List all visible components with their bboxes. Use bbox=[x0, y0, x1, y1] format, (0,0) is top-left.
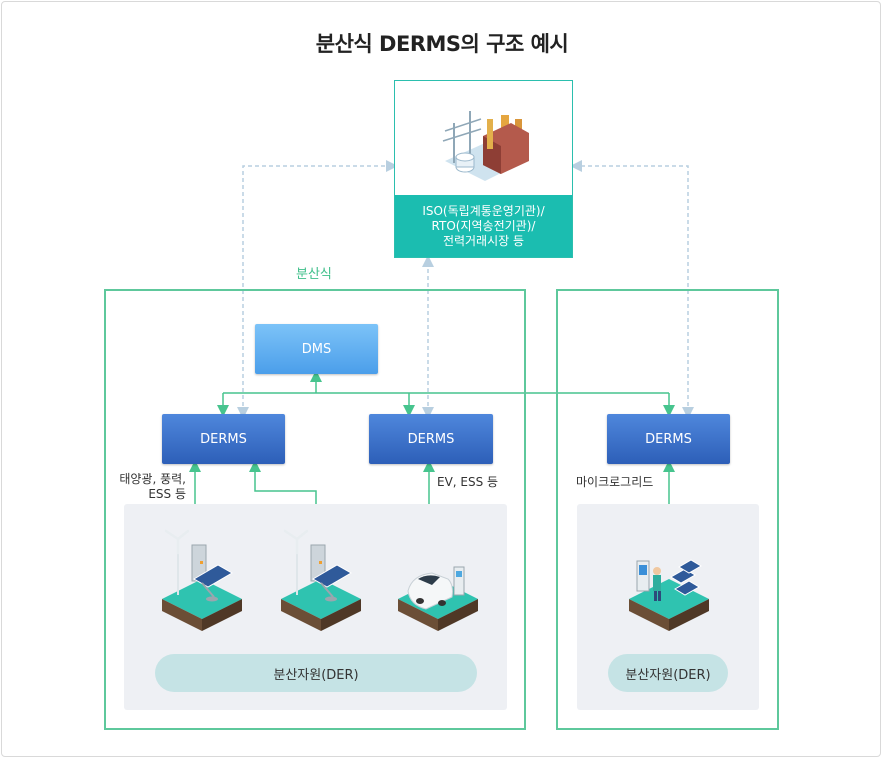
iso-box: ISO(독립계통운영기관)/ RTO(지역송전기관)/ 전력거래시장 등 bbox=[394, 80, 573, 258]
group-label-distributed: 분산식 bbox=[296, 267, 332, 282]
dashed-link-right bbox=[570, 160, 694, 419]
note-left: 태양광, 풍력, ESS 등 bbox=[112, 472, 186, 502]
dms-node[interactable]: DMS bbox=[255, 324, 378, 374]
iso-label: ISO(독립계통운영기관)/ RTO(지역송전기관)/ 전력거래시장 등 bbox=[395, 195, 572, 257]
microgrid-tile-icon bbox=[629, 559, 709, 631]
note-left-line-2: ESS 등 bbox=[148, 487, 186, 501]
derms-node-1[interactable]: DERMS bbox=[162, 414, 285, 464]
note-right: 마이크로그리드 bbox=[576, 475, 654, 489]
page-title: 분산식 DERMS의 구조 예시 bbox=[315, 32, 569, 56]
iso-line-3: 전력거래시장 등 bbox=[442, 233, 525, 248]
derms-node-2[interactable]: DERMS bbox=[369, 414, 493, 464]
ev-charger-tile-icon bbox=[398, 566, 478, 631]
wind-solar-tile-icon bbox=[281, 529, 361, 631]
note-left-line-1: 태양광, 풍력, bbox=[119, 472, 186, 486]
dashed-link-left bbox=[237, 160, 398, 419]
der-pill-right: 분산자원(DER) bbox=[608, 654, 728, 692]
group-microgrid bbox=[556, 289, 779, 730]
iso-line-2: RTO(지역송전기관)/ bbox=[431, 218, 536, 233]
wind-solar-tile-icon bbox=[162, 529, 242, 631]
group-distributed bbox=[104, 289, 526, 730]
power-plant-icon bbox=[442, 111, 529, 181]
iso-line-1: ISO(독립계통운영기관)/ bbox=[422, 203, 545, 218]
note-middle: EV, ESS 등 bbox=[437, 475, 499, 489]
der-pill-left: 분산자원(DER) bbox=[155, 654, 477, 692]
derms-node-3[interactable]: DERMS bbox=[607, 414, 730, 464]
